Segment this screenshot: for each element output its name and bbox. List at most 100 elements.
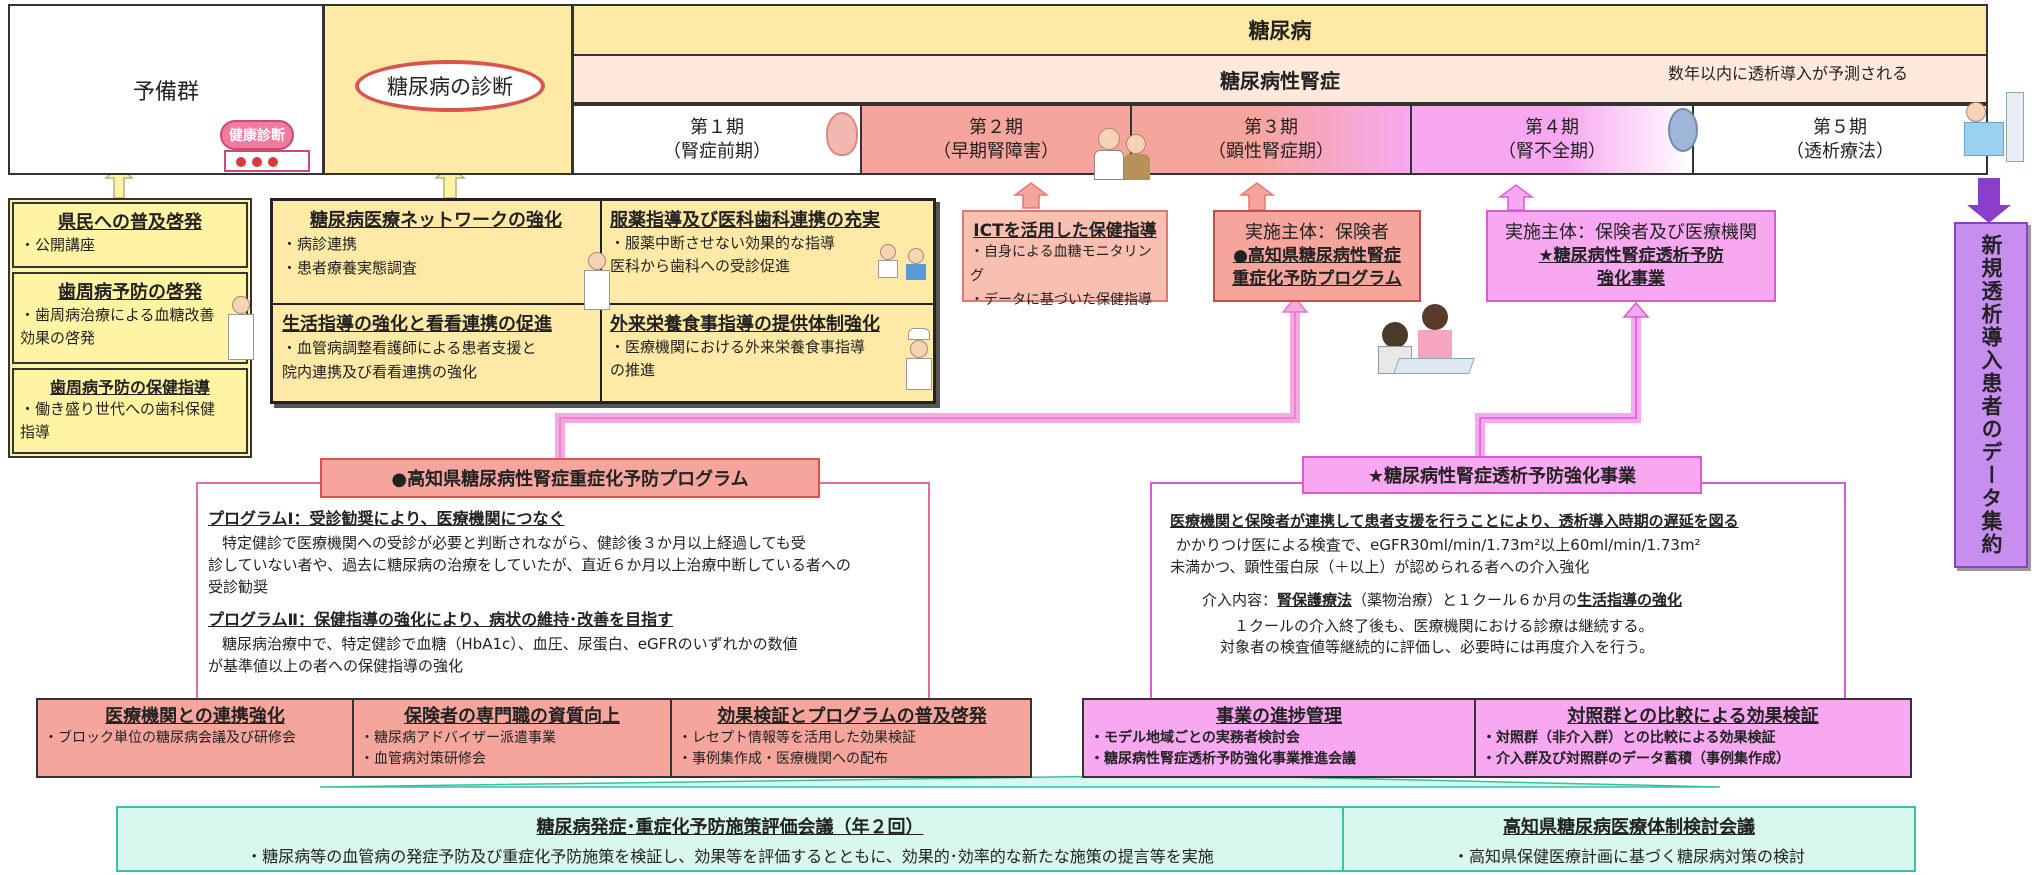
arrow-up-ict bbox=[1012, 182, 1050, 209]
arrow-up-insurer bbox=[1238, 182, 1276, 211]
program-1-line-2: 診していない者や、過去に糖尿病の治療をしていたが、直近６か月以上治療中断している… bbox=[208, 555, 851, 574]
bottom-right-title: 高知県糖尿病医療体制検討会議 bbox=[1503, 817, 1755, 838]
dialysis-sub-frame bbox=[1082, 698, 1912, 778]
stage-5-name: 第５期 bbox=[1813, 117, 1867, 139]
grid-cell-3-item-2: 院内連携及び看看連携の強化 bbox=[282, 363, 478, 381]
left-box-2-item-2: 効果の啓発 bbox=[20, 328, 96, 347]
left-box-2-item-1: ・歯周病治療による血糖改善 bbox=[20, 306, 215, 324]
left-box-1-item: ・公開講座 bbox=[20, 236, 96, 254]
arrow-head-both bbox=[1622, 301, 1650, 318]
program-sub-1: 医療機関との連携強化 ・ブロック単位の糖尿病会議及び研修会 bbox=[40, 702, 350, 749]
dialysis-tail-2: 対象者の検査値等継続的に評価し、必要時には再度介入を行う。 bbox=[1220, 638, 1655, 657]
kidney-icon bbox=[826, 112, 858, 156]
connector-dialysis-to-box bbox=[1475, 315, 1641, 462]
teal-funnel bbox=[319, 774, 1721, 788]
program-header: ●高知県糖尿病性腎症重症化予防プログラム bbox=[320, 458, 820, 498]
grid-cell-3: 生活指導の強化と看看連携の促進 ・血管病調整看護師による患者支援と 院内連携及び… bbox=[276, 308, 596, 402]
program-sub-3: 効果検証とプログラムの普及啓発 ・レセプト情報等を活用した効果検証 ・事例集作成… bbox=[674, 702, 1030, 770]
program-sub-3-item-2: ・事例集作成・医療機関への配布 bbox=[678, 751, 888, 767]
health-check-board bbox=[224, 150, 310, 172]
bottom-left-title: 糖尿病発症･重症化予防施策評価会議（年２回） bbox=[536, 817, 924, 838]
program-sub-3-title: 効果検証とプログラムの普及啓発 bbox=[717, 706, 987, 727]
bottom-right-text: ・高知県保健医療計画に基づく糖尿病対策の検討 bbox=[1452, 847, 1805, 866]
dialysis-line-1: かかりつけ医による検査で、eGFR30ml/min/1.73m²以上60ml/m… bbox=[1176, 536, 1701, 554]
bottom-right: 高知県糖尿病医療体制検討会議 ・高知県保健医療計画に基づく糖尿病対策の検討 bbox=[1346, 810, 1912, 870]
program-sub-frame bbox=[36, 698, 1032, 778]
insurer-line-3: 重症化予防プログラム bbox=[1232, 269, 1402, 290]
stage-4: 第４期 （腎不全期） bbox=[1410, 104, 1694, 175]
stage-1-sub: （腎症前期） bbox=[663, 140, 771, 162]
ict-title: ICTを活用した保健指導 bbox=[973, 221, 1157, 241]
program-1-line-3: 受診勧奨 bbox=[208, 577, 269, 596]
dialysis-sub-1-item-1: ・モデル地域ごとの実務者検討会 bbox=[1090, 730, 1300, 746]
arrow-down-data bbox=[1967, 178, 2011, 223]
left-box-3: 歯周病予防の保健指導 ・働き盛り世代への歯科保健 指導 bbox=[12, 368, 248, 454]
dialysis-sub-2-item-2: ・介入群及び対照群のデータ蓄積（事例集作成） bbox=[1482, 751, 1790, 767]
stage-2-name: 第２期 bbox=[969, 117, 1023, 139]
stage-3: 第３期 （顕性腎症期） bbox=[1130, 104, 1412, 175]
nurse-tablet-icon bbox=[580, 252, 614, 312]
program-1-line-1: 特定健診で医療機関への受診が必要と判断されながら、健診後３か月以上経過しても受 bbox=[222, 534, 806, 552]
grid-cell-2-item-2: 医科から歯科への受診促進 bbox=[610, 256, 791, 275]
dialysis-frame bbox=[1150, 482, 1846, 700]
dialysis-header-label: ★糖尿病性腎症透析予防強化事業 bbox=[1367, 466, 1637, 487]
nephropathy-bar: 糖尿病性腎症 bbox=[572, 56, 1988, 104]
chef-icon bbox=[902, 328, 936, 392]
program-sub-1-title: 医療機関との連携強化 bbox=[105, 706, 285, 727]
dialysis-content-u1: 腎保護療法 bbox=[1277, 590, 1353, 609]
both-line-2: ★糖尿病性腎症透析予防 bbox=[1538, 246, 1724, 267]
left-box-1: 県民への普及啓発 ・公開講座 bbox=[12, 202, 248, 268]
bottom-left-text: ・糖尿病等の血管病の発症予防及び重症化予防施策を検証し、効果等を評価するとともに… bbox=[246, 847, 1214, 866]
dialysis-sub-1-item-2: ・糖尿病性腎症透析予防強化事業推進会議 bbox=[1090, 751, 1356, 767]
diabetes-bar: 糖尿病 bbox=[572, 4, 1988, 56]
program-2-line-2: が基準値以上の者への保健指導の強化 bbox=[208, 657, 464, 675]
stage-2: 第２期 （早期腎障害） bbox=[860, 104, 1132, 175]
stage-5: 第５期 （透析療法） bbox=[1692, 104, 1988, 175]
grid-cell-4-item-2: の推進 bbox=[610, 360, 656, 379]
dialysis-header: ★糖尿病性腎症透析予防強化事業 bbox=[1302, 456, 1702, 494]
health-check-icon: 健康診断 bbox=[218, 112, 320, 178]
ict-item-1: ・自身による血糖モニタリング bbox=[970, 244, 1152, 284]
kidney-blue-icon bbox=[1668, 108, 1698, 152]
both-box: 実施主体：保険者及び医療機関 ★糖尿病性腎症透析予防 強化事業 bbox=[1486, 210, 1776, 302]
grid-cell-4-item-1: ・医療機関における外来栄養食事指導 bbox=[610, 338, 866, 356]
left-box-3-item-2: 指導 bbox=[20, 422, 51, 441]
stage-3-name: 第３期 bbox=[1244, 117, 1298, 139]
yobigun-label: 予備群 bbox=[132, 79, 199, 105]
dialysis-sub-2-item-1: ・対照群（非介入群）との比較による効果検証 bbox=[1482, 730, 1776, 746]
diabetes-label: 糖尿病 bbox=[1248, 19, 1312, 43]
left-box-2-title: 歯周病予防の啓発 bbox=[58, 282, 202, 303]
grid-cell-2-title: 服薬指導及び医科歯科連携の充実 bbox=[610, 210, 880, 231]
grid-cell-1-item-1: ・病診連携 bbox=[282, 235, 358, 253]
grid-cell-1-title: 糖尿病医療ネットワークの強化 bbox=[310, 210, 562, 231]
stage-4-name: 第４期 bbox=[1525, 117, 1579, 139]
grid-cell-3-title: 生活指導の強化と看看連携の促進 bbox=[282, 314, 552, 335]
dialysis-body: 医療機関と保険者が連携して患者支援を行うことにより、透析導入時期の遅延を図る か… bbox=[1170, 510, 1840, 659]
dialysis-patient-icon bbox=[1962, 92, 2028, 176]
nurse-icon bbox=[226, 296, 256, 366]
dialysis-title: 医療機関と保険者が連携して患者支援を行うことにより、透析導入時期の遅延を図る bbox=[1170, 512, 1739, 530]
left-box-3-title: 歯周病予防の保健指導 bbox=[49, 378, 210, 397]
left-box-1-title: 県民への普及啓発 bbox=[58, 212, 202, 233]
insurer-line-1: 実施主体：保険者 bbox=[1245, 221, 1389, 243]
diagnosis-oval: 糖尿病の診断 bbox=[355, 60, 545, 112]
dialysis-line-2: 未満かつ、顕性蛋白尿（＋以上）が認められる者への介入強化 bbox=[1170, 557, 1590, 576]
grid-cell-4-title: 外来栄養食事指導の提供体制強化 bbox=[610, 314, 880, 335]
dialysis-content-prefix: 介入内容： bbox=[1202, 590, 1278, 609]
dialysis-content-mid: （薬物治療）と１クール６か月の bbox=[1352, 590, 1578, 609]
program-sub-2-item-2: ・血管病対策研修会 bbox=[360, 751, 486, 767]
program-sub-2-title: 保険者の専門職の資質向上 bbox=[404, 706, 620, 727]
grid-cell-2: 服薬指導及び医科歯科連携の充実 ・服薬中断させない効果的な指導 医科から歯科への… bbox=[604, 204, 932, 300]
bottom-left: 糖尿病発症･重症化予防施策評価会議（年２回） ・糖尿病等の血管病の発症予防及び重… bbox=[120, 810, 1340, 870]
consultation-icon bbox=[1378, 300, 1478, 382]
both-line-3: 強化事業 bbox=[1597, 269, 1665, 290]
stage-1: 第１期 （腎症前期） bbox=[572, 104, 862, 175]
left-box-3-item-1: ・働き盛り世代への歯科保健 bbox=[20, 400, 216, 418]
program-sub-3-item-1: ・レセプト情報等を活用した効果検証 bbox=[678, 730, 916, 746]
bottom-frame bbox=[116, 806, 1916, 872]
both-line-1: 実施主体：保険者及び医療機関 bbox=[1505, 221, 1757, 243]
dialysis-sub-1-title: 事業の進捗管理 bbox=[1216, 706, 1342, 727]
stage-5-sub: （透析療法） bbox=[1786, 140, 1894, 162]
stage-2-sub: （早期腎障害） bbox=[933, 140, 1059, 162]
